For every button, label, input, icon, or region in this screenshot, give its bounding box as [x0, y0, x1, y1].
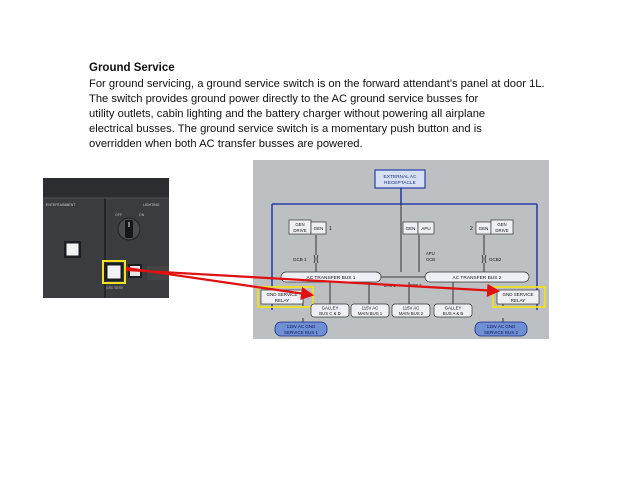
svg-text:EXTERNAL AC: EXTERNAL AC [384, 174, 417, 180]
ground-service-text: Ground Service For ground servicing, a g… [89, 61, 589, 152]
entertainment-button[interactable] [64, 241, 81, 258]
generator-2-number: 2 [470, 226, 473, 232]
relay-2-highlight [492, 286, 546, 308]
apu-generator: GEN APU [402, 221, 435, 235]
svg-text:DRIVE: DRIVE [293, 228, 306, 233]
svg-text:115V AC GND: 115V AC GND [287, 324, 316, 329]
galley-bus-cd: GALLEY BUS C & D [310, 303, 350, 318]
svg-text:MAIN BUS 1: MAIN BUS 1 [358, 311, 383, 316]
svg-text:115V AC: 115V AC [362, 306, 379, 311]
gcb2-label: GCB2 [489, 257, 502, 262]
main-bus-1: 115V AC MAIN BUS 1 [350, 303, 390, 318]
svg-text:AC TRANSFER BUS 2: AC TRANSFER BUS 2 [453, 275, 502, 281]
arrow-to-relay-2 [125, 268, 501, 297]
svg-text:RELAY: RELAY [275, 298, 289, 303]
apu-gcb-label: APU [426, 251, 435, 256]
attendant-panel-photo: ENTERTAINMENT LIGHTING OFF ON GRD SERV [43, 178, 169, 298]
paragraph-line: electrical busses. The ground service sw… [89, 123, 482, 135]
paragraph-line: The switch provides ground power directl… [89, 93, 479, 105]
generator-1: GEN [310, 221, 327, 235]
gcb2-breaker [481, 254, 487, 264]
svg-text:AC TRANSFER BUS 1: AC TRANSFER BUS 1 [307, 275, 356, 281]
galley-bus-ab: GALLEY BUS A & B [433, 303, 473, 318]
section-heading: Ground Service [89, 62, 175, 74]
ground-service-bus-2: 115V AC GND SERVICE BUS 2 [474, 321, 528, 337]
main-bus-2: 115V AC MAIN BUS 2 [391, 303, 431, 318]
svg-text:GEN: GEN [295, 222, 304, 227]
svg-text:GND SERVICE: GND SERVICE [503, 292, 534, 297]
svg-text:GND SERVICE: GND SERVICE [267, 292, 298, 297]
ground-service-bus-1: 115V AC GND SERVICE BUS 1 [274, 321, 328, 337]
svg-text:MAIN BUS 2: MAIN BUS 2 [399, 311, 424, 316]
svg-text:GEN: GEN [406, 226, 416, 231]
external-ac-receptacle: EXTERNAL AC RECEPTACLE [374, 169, 426, 189]
paragraph-line: overridden when both AC transfer busses … [89, 138, 363, 150]
gcb1-label: GCB 1 [293, 257, 307, 262]
svg-text:BUS C & D: BUS C & D [319, 311, 341, 316]
svg-text:SERVICE BUS 2: SERVICE BUS 2 [484, 330, 518, 335]
ac-power-schematic: EXTERNAL AC RECEPTACLE GEN DRIVE GEN 1 G… [253, 160, 549, 339]
svg-text:GEN: GEN [479, 226, 489, 231]
svg-text:GALLEY: GALLEY [322, 306, 339, 311]
svg-text:APU: APU [421, 226, 430, 231]
generator-1-number: 1 [329, 226, 332, 232]
knob-off-label: OFF [115, 213, 122, 217]
ground-service-highlight [102, 260, 126, 284]
svg-text:GEN: GEN [497, 222, 506, 227]
lighting-label: LIGHTING [143, 203, 160, 207]
lighting-knob[interactable] [117, 217, 141, 241]
paragraph-line: For ground servicing, a ground service s… [89, 78, 545, 90]
ground-service-button[interactable] [105, 263, 123, 281]
svg-text:BUS A & B: BUS A & B [443, 311, 464, 316]
paragraph-line: utility outlets, cabin lighting and the … [89, 108, 486, 120]
generator-wiring [302, 204, 504, 324]
generator-drive-2: GEN DRIVE [490, 219, 514, 235]
svg-text:115V AC: 115V AC [403, 306, 420, 311]
ground-service-label: GRD SERV [106, 286, 124, 290]
ground-service-relay-2: GND SERVICE RELAY [496, 289, 540, 305]
svg-text:GALLEY: GALLEY [445, 306, 462, 311]
svg-text:SERVICE BUS 1: SERVICE BUS 1 [284, 330, 318, 335]
apu-gcb-label: GCB [426, 257, 435, 262]
svg-text:RELAY: RELAY [511, 298, 525, 303]
svg-text:DRIVE: DRIVE [495, 228, 508, 233]
gcb1-breaker [313, 254, 319, 264]
knob-on-label: ON [139, 213, 145, 217]
svg-text:115V AC GND: 115V AC GND [487, 324, 516, 329]
svg-text:GEN: GEN [314, 226, 324, 231]
svg-text:RECEPTACLE: RECEPTACLE [384, 180, 416, 186]
entertainment-label: ENTERTAINMENT [46, 203, 76, 207]
